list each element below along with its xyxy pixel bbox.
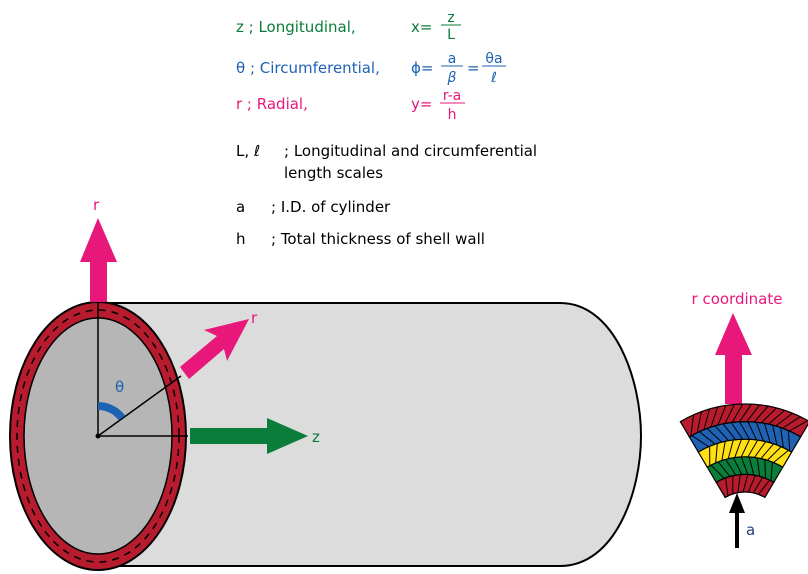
fiber-line	[764, 459, 766, 479]
fiber-line	[734, 439, 742, 458]
r-eq-num: r-a	[443, 88, 462, 104]
fiber-line	[727, 439, 734, 459]
fiber-line	[730, 422, 744, 440]
fiber-line	[768, 409, 785, 425]
fiber-line	[724, 404, 735, 424]
theta-eq-den: β	[447, 70, 457, 86]
fiber-line	[710, 464, 725, 479]
fiber-line	[714, 425, 730, 442]
def-symbol-h: h	[236, 230, 246, 248]
fiber-line	[740, 456, 749, 475]
fiber-line	[756, 457, 761, 477]
fiber-line	[767, 446, 782, 461]
fiber-line	[747, 475, 756, 493]
fiber-line	[696, 411, 702, 433]
fiber-line	[740, 439, 751, 458]
fiber-line	[789, 420, 808, 432]
r-diag-label: r	[251, 309, 258, 327]
fiber-line	[717, 461, 731, 477]
fiber-line	[731, 403, 744, 423]
r-coordinate-arrow	[715, 313, 752, 404]
fiber-line	[706, 428, 723, 443]
r-arrow-diagonal	[180, 319, 249, 379]
layer-5-red	[679, 403, 808, 438]
legend: z ; Longitudinal, x= z L θ ; Circumferen…	[236, 10, 506, 123]
fiber-line	[710, 406, 719, 428]
fiber-line	[775, 412, 793, 427]
def-text-a: ; I.D. of cylinder	[271, 198, 391, 216]
fiber-line	[690, 414, 695, 436]
fiber-line	[739, 421, 751, 440]
def-text-L: ; Longitudinal and circumferential	[284, 142, 537, 160]
a-label: a	[746, 521, 755, 539]
fiber-line	[725, 477, 729, 496]
a-arrow	[729, 493, 745, 548]
fiber-line	[742, 474, 749, 493]
fiber-line	[725, 459, 737, 476]
z-eq-num: z	[447, 10, 454, 26]
def-symbol-a: a	[236, 198, 245, 216]
theta-arc	[97, 402, 126, 421]
fiber-line	[760, 443, 774, 459]
fiber-line	[691, 434, 709, 448]
fiber-line	[739, 403, 752, 423]
legend-theta-label: θ ; Circumferential,	[236, 59, 380, 77]
z-label: z	[312, 428, 320, 446]
z-arrow	[190, 418, 308, 454]
theta-label: θ	[115, 378, 124, 396]
fiber-line	[752, 476, 764, 494]
fiber-line	[753, 405, 769, 423]
def-text-h: ; Total thickness of shell wall	[271, 230, 485, 248]
fiber-line	[754, 441, 767, 458]
fiber-line	[782, 416, 801, 429]
fiber-line	[761, 407, 777, 424]
fiber-line	[787, 430, 791, 451]
fiber-line	[780, 427, 784, 448]
r-coordinate-title: r coordinate	[692, 290, 783, 308]
fiber-line	[703, 408, 710, 430]
layer-stack: r coordinate a	[679, 290, 808, 548]
fiber-line	[755, 421, 764, 442]
legend-theta-eq: ϕ=	[411, 59, 433, 77]
cylinder-body	[97, 302, 643, 567]
r-eq-den: h	[448, 107, 457, 123]
fiber-line	[758, 479, 771, 495]
legend-z-eq: x=	[411, 18, 432, 36]
def-text-L2: length scales	[284, 164, 383, 182]
fiber-line	[732, 457, 743, 475]
r-top-label: r	[93, 196, 100, 214]
definitions: L, ℓ ; Longitudinal and circumferential …	[236, 142, 537, 248]
fiber-line	[747, 421, 758, 441]
def-symbol-L: L, ℓ	[236, 142, 260, 160]
fiber-line	[747, 439, 759, 458]
fiber-line	[772, 425, 778, 446]
legend-r-eq: y=	[411, 95, 432, 113]
fiber-line	[717, 405, 727, 426]
fiber-line	[763, 423, 771, 443]
fiber-line	[721, 441, 726, 461]
z-eq-den: L	[447, 27, 455, 43]
fiber-line	[737, 474, 741, 493]
theta-eq-mid: =	[467, 59, 480, 77]
fiber-line	[722, 423, 736, 440]
theta-eq-num: a	[448, 51, 457, 67]
legend-z-label: z ; Longitudinal,	[236, 18, 356, 36]
legend-r-label: r ; Radial,	[236, 95, 308, 113]
fiber-line	[715, 443, 718, 463]
fiber-line	[748, 456, 755, 476]
theta-eq-num2: θa	[485, 51, 502, 67]
fiber-line	[746, 404, 761, 422]
fiber-line	[773, 449, 789, 463]
fiber-line	[770, 461, 773, 481]
cylinder-end-face: θ	[9, 301, 188, 571]
r-arrow-top	[80, 218, 117, 302]
theta-eq-den2: ℓ	[490, 70, 497, 86]
fiber-line	[698, 431, 716, 445]
